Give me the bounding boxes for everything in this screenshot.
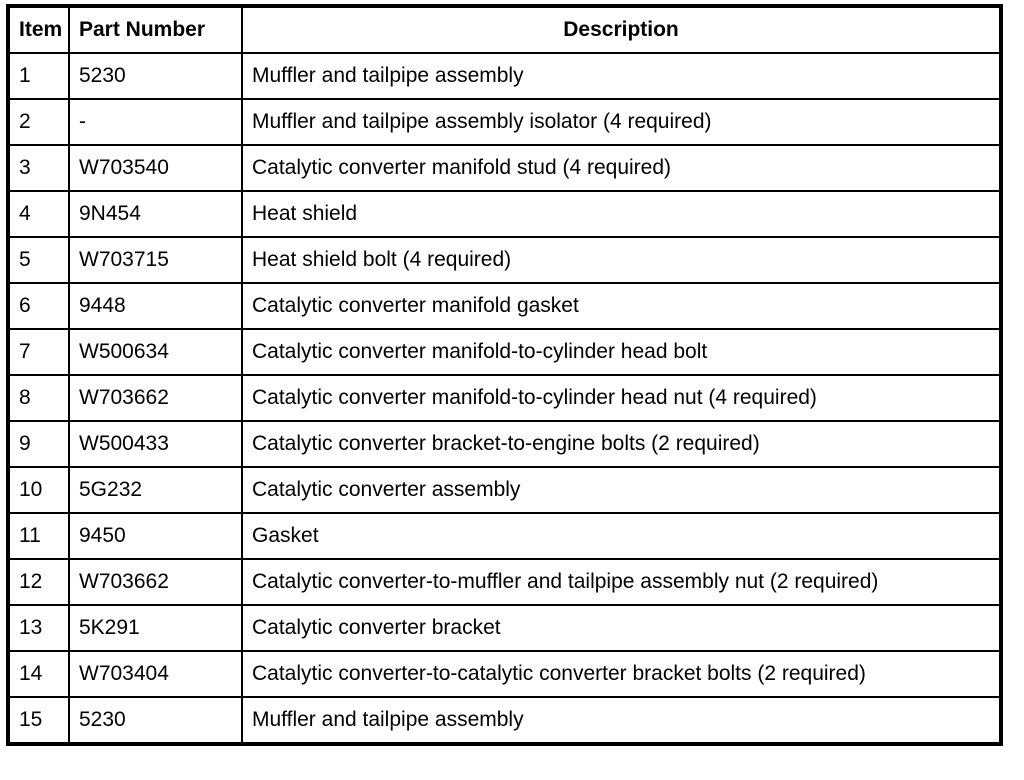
description-cell: Catalytic converter manifold-to-cylinder… xyxy=(241,328,1002,376)
part-number-cell: W703662 xyxy=(68,558,243,606)
part-number-cell: 5230 xyxy=(68,52,243,100)
description-cell: Heat shield xyxy=(241,190,1002,238)
description-cell: Heat shield bolt (4 required) xyxy=(241,236,1002,284)
description-cell: Catalytic converter-to-catalytic convert… xyxy=(241,650,1002,698)
part-number-cell: W703662 xyxy=(68,374,243,422)
part-number-cell: 9450 xyxy=(68,512,243,560)
column-header-item: Item xyxy=(7,5,70,54)
part-number-cell: W500634 xyxy=(68,328,243,376)
header-row: Item Part Number Description xyxy=(7,5,1002,54)
table-row: 2-Muffler and tailpipe assembly isolator… xyxy=(7,98,1002,146)
column-header-part-number: Part Number xyxy=(68,5,243,54)
item-cell: 2 xyxy=(7,98,70,146)
part-number-cell: W703540 xyxy=(68,144,243,192)
item-cell: 11 xyxy=(7,512,70,560)
item-cell: 7 xyxy=(7,328,70,376)
item-cell: 12 xyxy=(7,558,70,606)
part-number-cell: 9448 xyxy=(68,282,243,330)
part-number-cell: W500433 xyxy=(68,420,243,468)
part-number-cell: W703404 xyxy=(68,650,243,698)
item-cell: 6 xyxy=(7,282,70,330)
part-number-cell: 9N454 xyxy=(68,190,243,238)
item-cell: 3 xyxy=(7,144,70,192)
part-number-cell: 5230 xyxy=(68,696,243,745)
item-cell: 5 xyxy=(7,236,70,284)
part-number-cell: W703715 xyxy=(68,236,243,284)
item-cell: 13 xyxy=(7,604,70,652)
description-cell: Catalytic converter-to-muffler and tailp… xyxy=(241,558,1002,606)
item-cell: 9 xyxy=(7,420,70,468)
item-cell: 10 xyxy=(7,466,70,514)
description-cell: Muffler and tailpipe assembly xyxy=(241,696,1002,745)
item-cell: 15 xyxy=(7,696,70,745)
part-number-cell: 5K291 xyxy=(68,604,243,652)
item-cell: 14 xyxy=(7,650,70,698)
description-cell: Catalytic converter manifold stud (4 req… xyxy=(241,144,1002,192)
part-number-cell: - xyxy=(68,98,243,146)
description-cell: Catalytic converter bracket xyxy=(241,604,1002,652)
description-cell: Muffler and tailpipe assembly isolator (… xyxy=(241,98,1002,146)
column-header-description: Description xyxy=(241,5,1002,54)
item-cell: 4 xyxy=(7,190,70,238)
item-cell: 1 xyxy=(7,52,70,100)
description-cell: Gasket xyxy=(241,512,1002,560)
description-cell: Muffler and tailpipe assembly xyxy=(241,52,1002,100)
description-cell: Catalytic converter assembly xyxy=(241,466,1002,514)
description-cell: Catalytic converter manifold gasket xyxy=(241,282,1002,330)
part-number-cell: 5G232 xyxy=(68,466,243,514)
description-cell: Catalytic converter manifold-to-cylinder… xyxy=(241,374,1002,422)
description-cell: Catalytic converter bracket-to-engine bo… xyxy=(241,420,1002,468)
item-cell: 8 xyxy=(7,374,70,422)
